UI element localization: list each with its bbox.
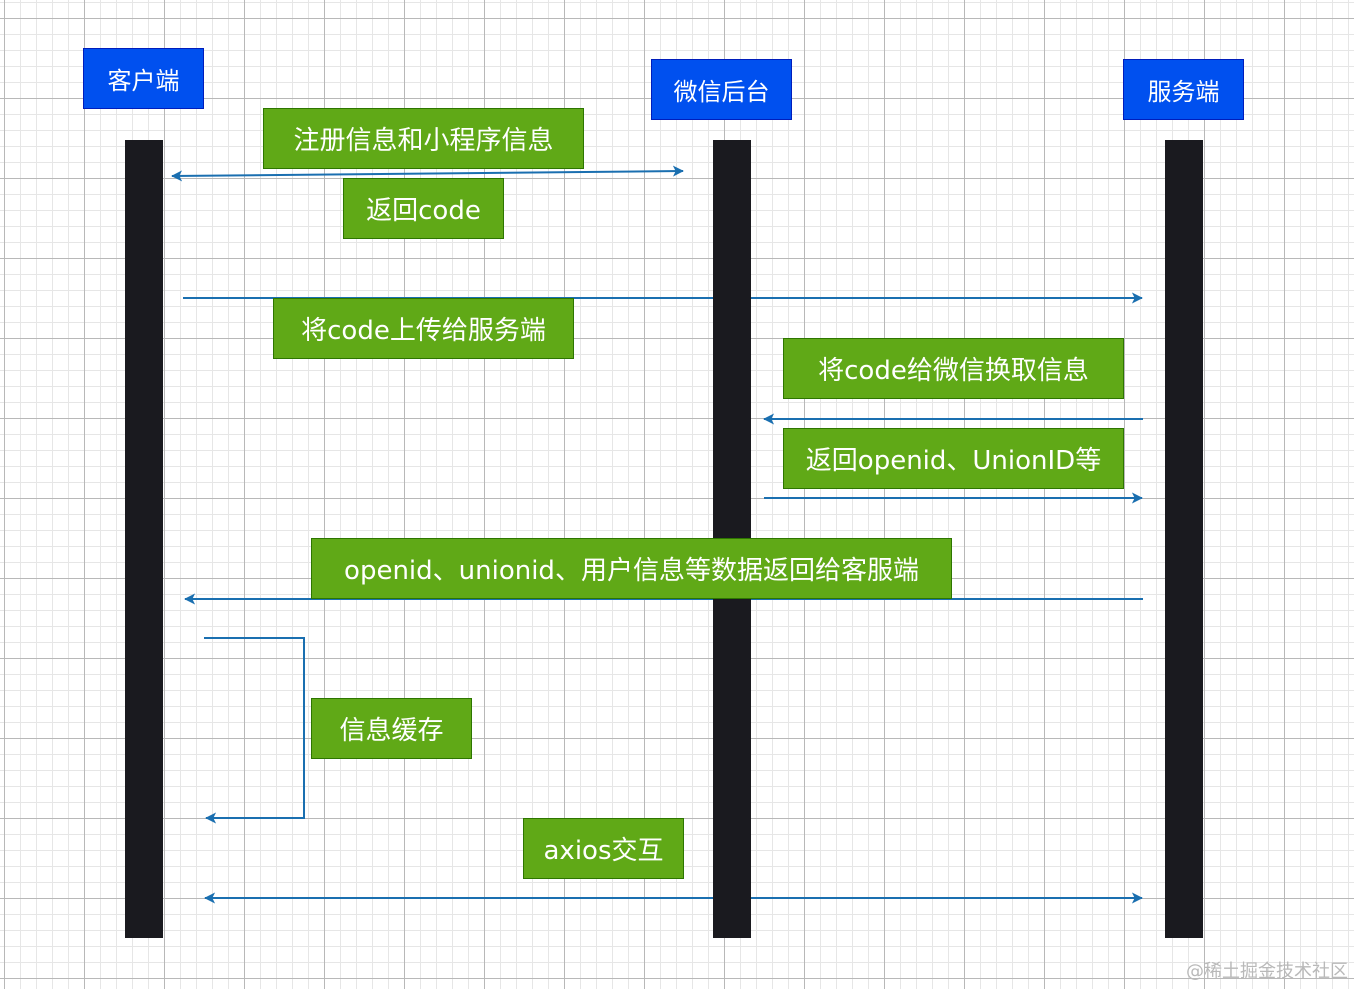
note-return-openid: 返回openid、UnionID等: [783, 428, 1124, 489]
arrow-cache: [204, 637, 305, 824]
actor-wechat: 微信后台: [651, 59, 792, 120]
note-return-code: 返回code: [343, 178, 504, 239]
note-return-data: openid、unionid、用户信息等数据返回给客服端: [311, 538, 952, 599]
arrow-register: [171, 165, 684, 182]
lifeline-client: [125, 140, 163, 938]
note-upload-code: 将code上传给服务端: [273, 298, 574, 359]
actor-client: 客户端: [83, 48, 204, 109]
watermark: @稀土掘金技术社区: [1186, 961, 1348, 982]
note-exchange-info: 将code给微信换取信息: [783, 338, 1124, 399]
note-cache: 信息缓存: [311, 698, 472, 759]
lifeline-server: [1165, 140, 1203, 938]
note-register: 注册信息和小程序信息: [263, 108, 584, 169]
note-axios: axios交互: [523, 818, 684, 879]
actor-server: 服务端: [1123, 59, 1244, 120]
